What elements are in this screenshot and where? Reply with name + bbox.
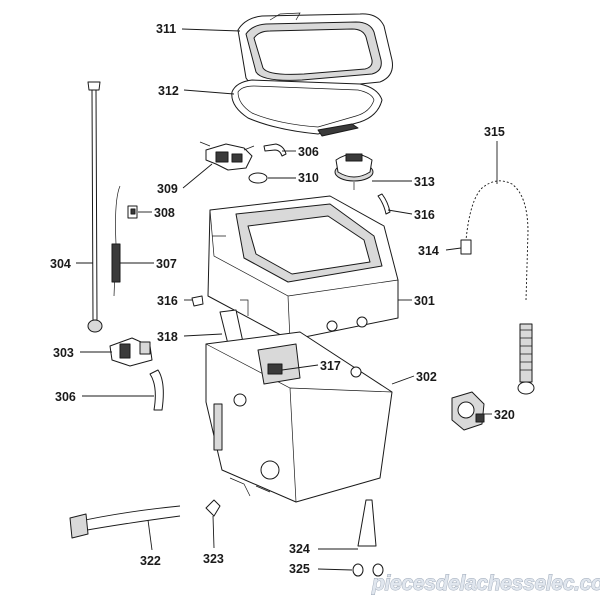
label-302: 302	[416, 370, 437, 384]
label-316: 316	[414, 208, 435, 222]
label-308: 308	[154, 206, 175, 220]
part-310-o-ring	[248, 172, 268, 184]
part-317-switch	[267, 363, 283, 375]
part-309-valve-bracket	[199, 141, 255, 171]
part-303-inlet-valve	[109, 337, 153, 367]
label-324: 324	[289, 542, 310, 556]
label-304: 304	[50, 257, 71, 271]
label-322: 322	[140, 554, 161, 568]
part-325-wheels	[352, 563, 384, 577]
part-306-hose-lower	[149, 369, 164, 411]
part-323-sensor	[205, 499, 221, 517]
callout-labels: 311 312 306 309 310 313 315 308 316 314 …	[50, 22, 515, 576]
label-303: 303	[53, 346, 74, 360]
label-301: 301	[414, 294, 435, 308]
part-320-drain-pump	[451, 391, 485, 431]
label-311: 311	[156, 22, 176, 36]
part-316-hose-top	[377, 193, 391, 215]
label-307: 307	[156, 257, 177, 271]
label-306: 306	[298, 145, 319, 159]
watermark: piecesdelachesselec.com	[371, 572, 600, 595]
part-311-lid-frame	[237, 12, 393, 91]
label-323: 323	[203, 552, 224, 566]
label-306-lower: 306	[55, 390, 76, 404]
label-318: 318	[157, 330, 178, 344]
part-307-spring-tube	[111, 185, 121, 297]
label-314: 314	[418, 244, 439, 258]
label-315: 315	[484, 125, 505, 139]
part-306-hose-top	[263, 143, 287, 157]
part-302-lower-tub	[205, 331, 393, 503]
label-320: 320	[494, 408, 515, 422]
part-304-suspension-rod	[87, 81, 103, 333]
part-322-heating-element	[69, 505, 181, 539]
part-313-pressure-switch	[334, 153, 374, 190]
label-309: 309	[157, 182, 178, 196]
label-317: 317	[320, 359, 341, 373]
label-310: 310	[298, 171, 319, 185]
label-316-left: 316	[157, 294, 178, 308]
label-312: 312	[158, 84, 179, 98]
label-325: 325	[289, 562, 310, 576]
part-301-top-cover	[207, 195, 399, 341]
part-316-hose-left	[191, 295, 204, 307]
part-308-clip	[127, 205, 138, 219]
label-313: 313	[414, 175, 435, 189]
part-315-drain-hose	[460, 178, 535, 395]
part-324-belt	[357, 499, 377, 547]
part-312-gasket	[231, 79, 383, 137]
leader-lines	[76, 28, 498, 571]
